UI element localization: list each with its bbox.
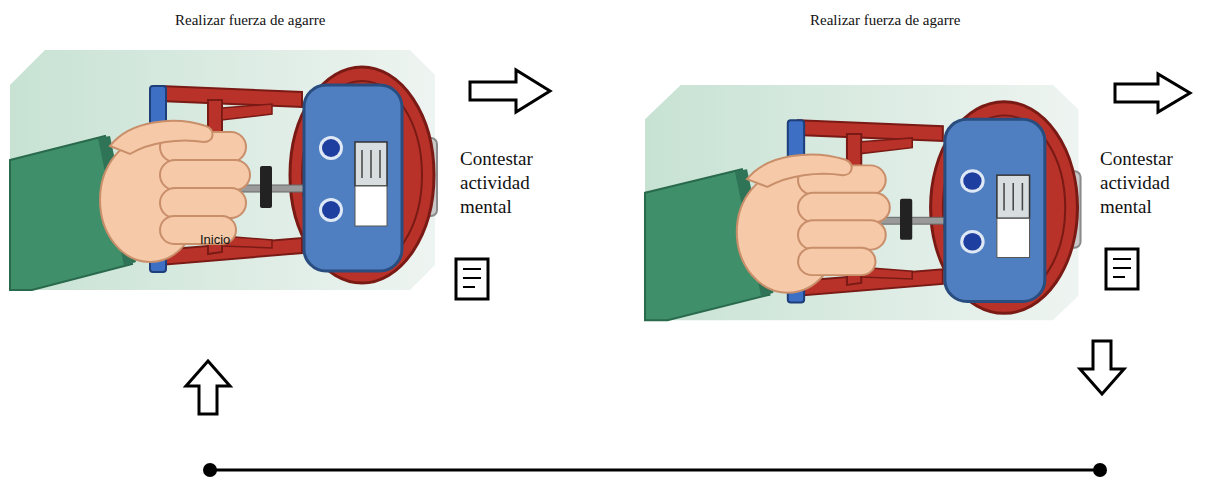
label-text: Realizar fuerza de agarre [175,10,435,30]
right-arrow [1115,74,1190,112]
timeline [210,469,1100,472]
label-text: Inicio [200,232,280,248]
down-arrow [1080,341,1124,394]
document-icon [1106,249,1138,289]
up-arrow [186,361,230,414]
dynamometer-left [10,50,437,290]
right-arrow [470,70,550,112]
label-text: Realizar fuerza de agarre [810,10,1070,30]
label-text: Contestar actividad mental [1100,147,1200,219]
document-icon [456,259,488,299]
timeline-dot [1093,463,1107,477]
dynamometer-right [645,85,1081,320]
label-text: Contestar actividad mental [460,147,552,219]
timeline-dot [203,463,217,477]
